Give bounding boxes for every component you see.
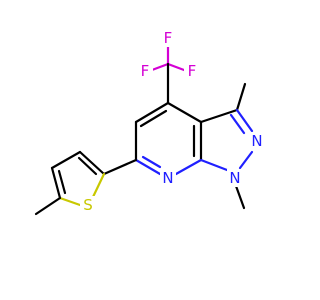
bond-th-c3-c4 <box>50 150 82 170</box>
bond-c-f-left <box>150 62 170 72</box>
fluorine-atom-right: F <box>184 62 200 80</box>
atom-label-f-right: F <box>188 62 197 80</box>
bond-c6-n7-double <box>141 155 162 169</box>
bond-th-c2-c3-double <box>77 156 98 176</box>
molecule-structure: F F F N N N S <box>34 29 265 216</box>
bond-c6-n7 <box>134 158 162 176</box>
bonds <box>34 40 254 216</box>
bond-th-c4-c5-double <box>57 169 67 195</box>
sulfur-atom-thiophene: S <box>80 196 96 214</box>
bond-n2-n1 <box>238 150 254 170</box>
bond-n7-c7a <box>174 158 203 176</box>
bond-th-c5-s <box>58 196 82 207</box>
bond-c3a-c3 <box>199 108 239 124</box>
bond-n1-c7a <box>199 158 229 172</box>
bond-c3-n2-double <box>229 113 246 135</box>
bond-c3-n2 <box>235 108 254 133</box>
atom-label-f-top: F <box>164 29 173 47</box>
bond-th-c5-methyl <box>34 196 62 216</box>
fluorine-atom-left: F <box>137 62 153 80</box>
nitrogen-atom-pyrazole-1: N <box>227 169 243 187</box>
nitrogen-atom-pyridine: N <box>160 169 176 187</box>
bond-c6-thiophene <box>102 158 138 176</box>
atom-label-n2: N <box>251 132 262 150</box>
bond-c4-c3a <box>166 101 203 124</box>
atom-labels: F F F N N N S <box>80 29 265 214</box>
atom-label-n7: N <box>162 169 173 187</box>
bond-th-c4-c5 <box>50 166 62 200</box>
bond-th-s-c2 <box>91 172 106 199</box>
bond-n1-methyl <box>234 184 246 210</box>
fluorine-atom-top: F <box>160 29 176 47</box>
atom-label-f-left: F <box>141 62 150 80</box>
nitrogen-atom-pyrazole-2: N <box>249 132 265 150</box>
atom-label-s: S <box>83 196 93 214</box>
atom-label-n1: N <box>229 169 240 187</box>
bond-c4-c5-double <box>139 109 168 128</box>
bond-c3-methyl <box>235 82 247 112</box>
bond-th-c2-c3 <box>78 150 106 176</box>
bond-c-f-right <box>166 62 186 72</box>
bond-c4-c5 <box>134 101 170 124</box>
